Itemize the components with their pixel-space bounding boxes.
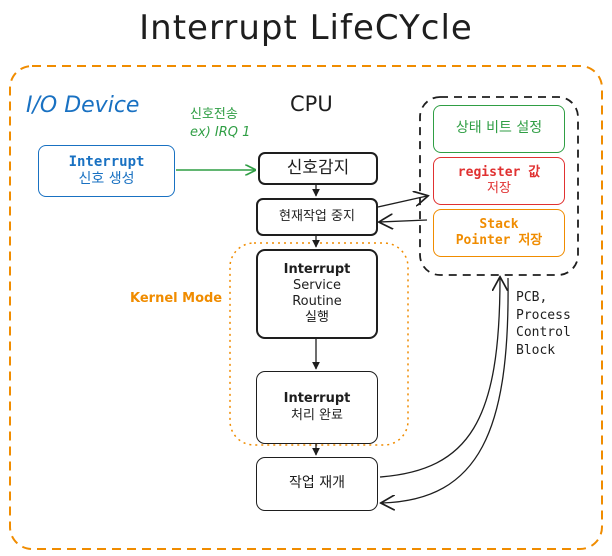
io-device-label: I/O Device xyxy=(26,93,140,118)
status-bit-box: 상태 비트 설정 xyxy=(433,105,565,153)
interrupt-done-box: Interrupt 처리 완료 xyxy=(256,371,378,444)
signal-transfer-label: 신호전송 ex) IRQ 1 xyxy=(190,107,251,140)
pcb-region xyxy=(419,96,579,276)
arrow-resume-to-pcb xyxy=(379,278,500,478)
cpu-label: CPU xyxy=(290,92,333,116)
resume-task-box: 작업 재개 xyxy=(256,457,378,511)
arrow-stop-to-pcb xyxy=(377,196,427,208)
interrupt-signal-box: Interrupt 신호 생성 xyxy=(38,145,175,197)
outer-boundary xyxy=(9,65,603,550)
diagram-title: Interrupt LifeCYcle xyxy=(139,8,473,48)
pcb-label: PCB, Process Control Block xyxy=(516,290,571,358)
isr-box: Interrupt Service Routine 실행 xyxy=(256,249,378,339)
arrow-pcb-to-resume xyxy=(382,277,509,503)
kernel-mode-label: Kernel Mode xyxy=(130,291,223,306)
arrow-pcb-to-stop xyxy=(380,220,428,222)
signal-detect-box: 신호감지 xyxy=(258,152,378,185)
register-save-box: register 값 저장 xyxy=(433,157,565,205)
stop-current-task-box: 현재작업 중지 xyxy=(256,198,378,236)
stack-pointer-save-box: Stack Pointer 저장 xyxy=(433,209,565,257)
